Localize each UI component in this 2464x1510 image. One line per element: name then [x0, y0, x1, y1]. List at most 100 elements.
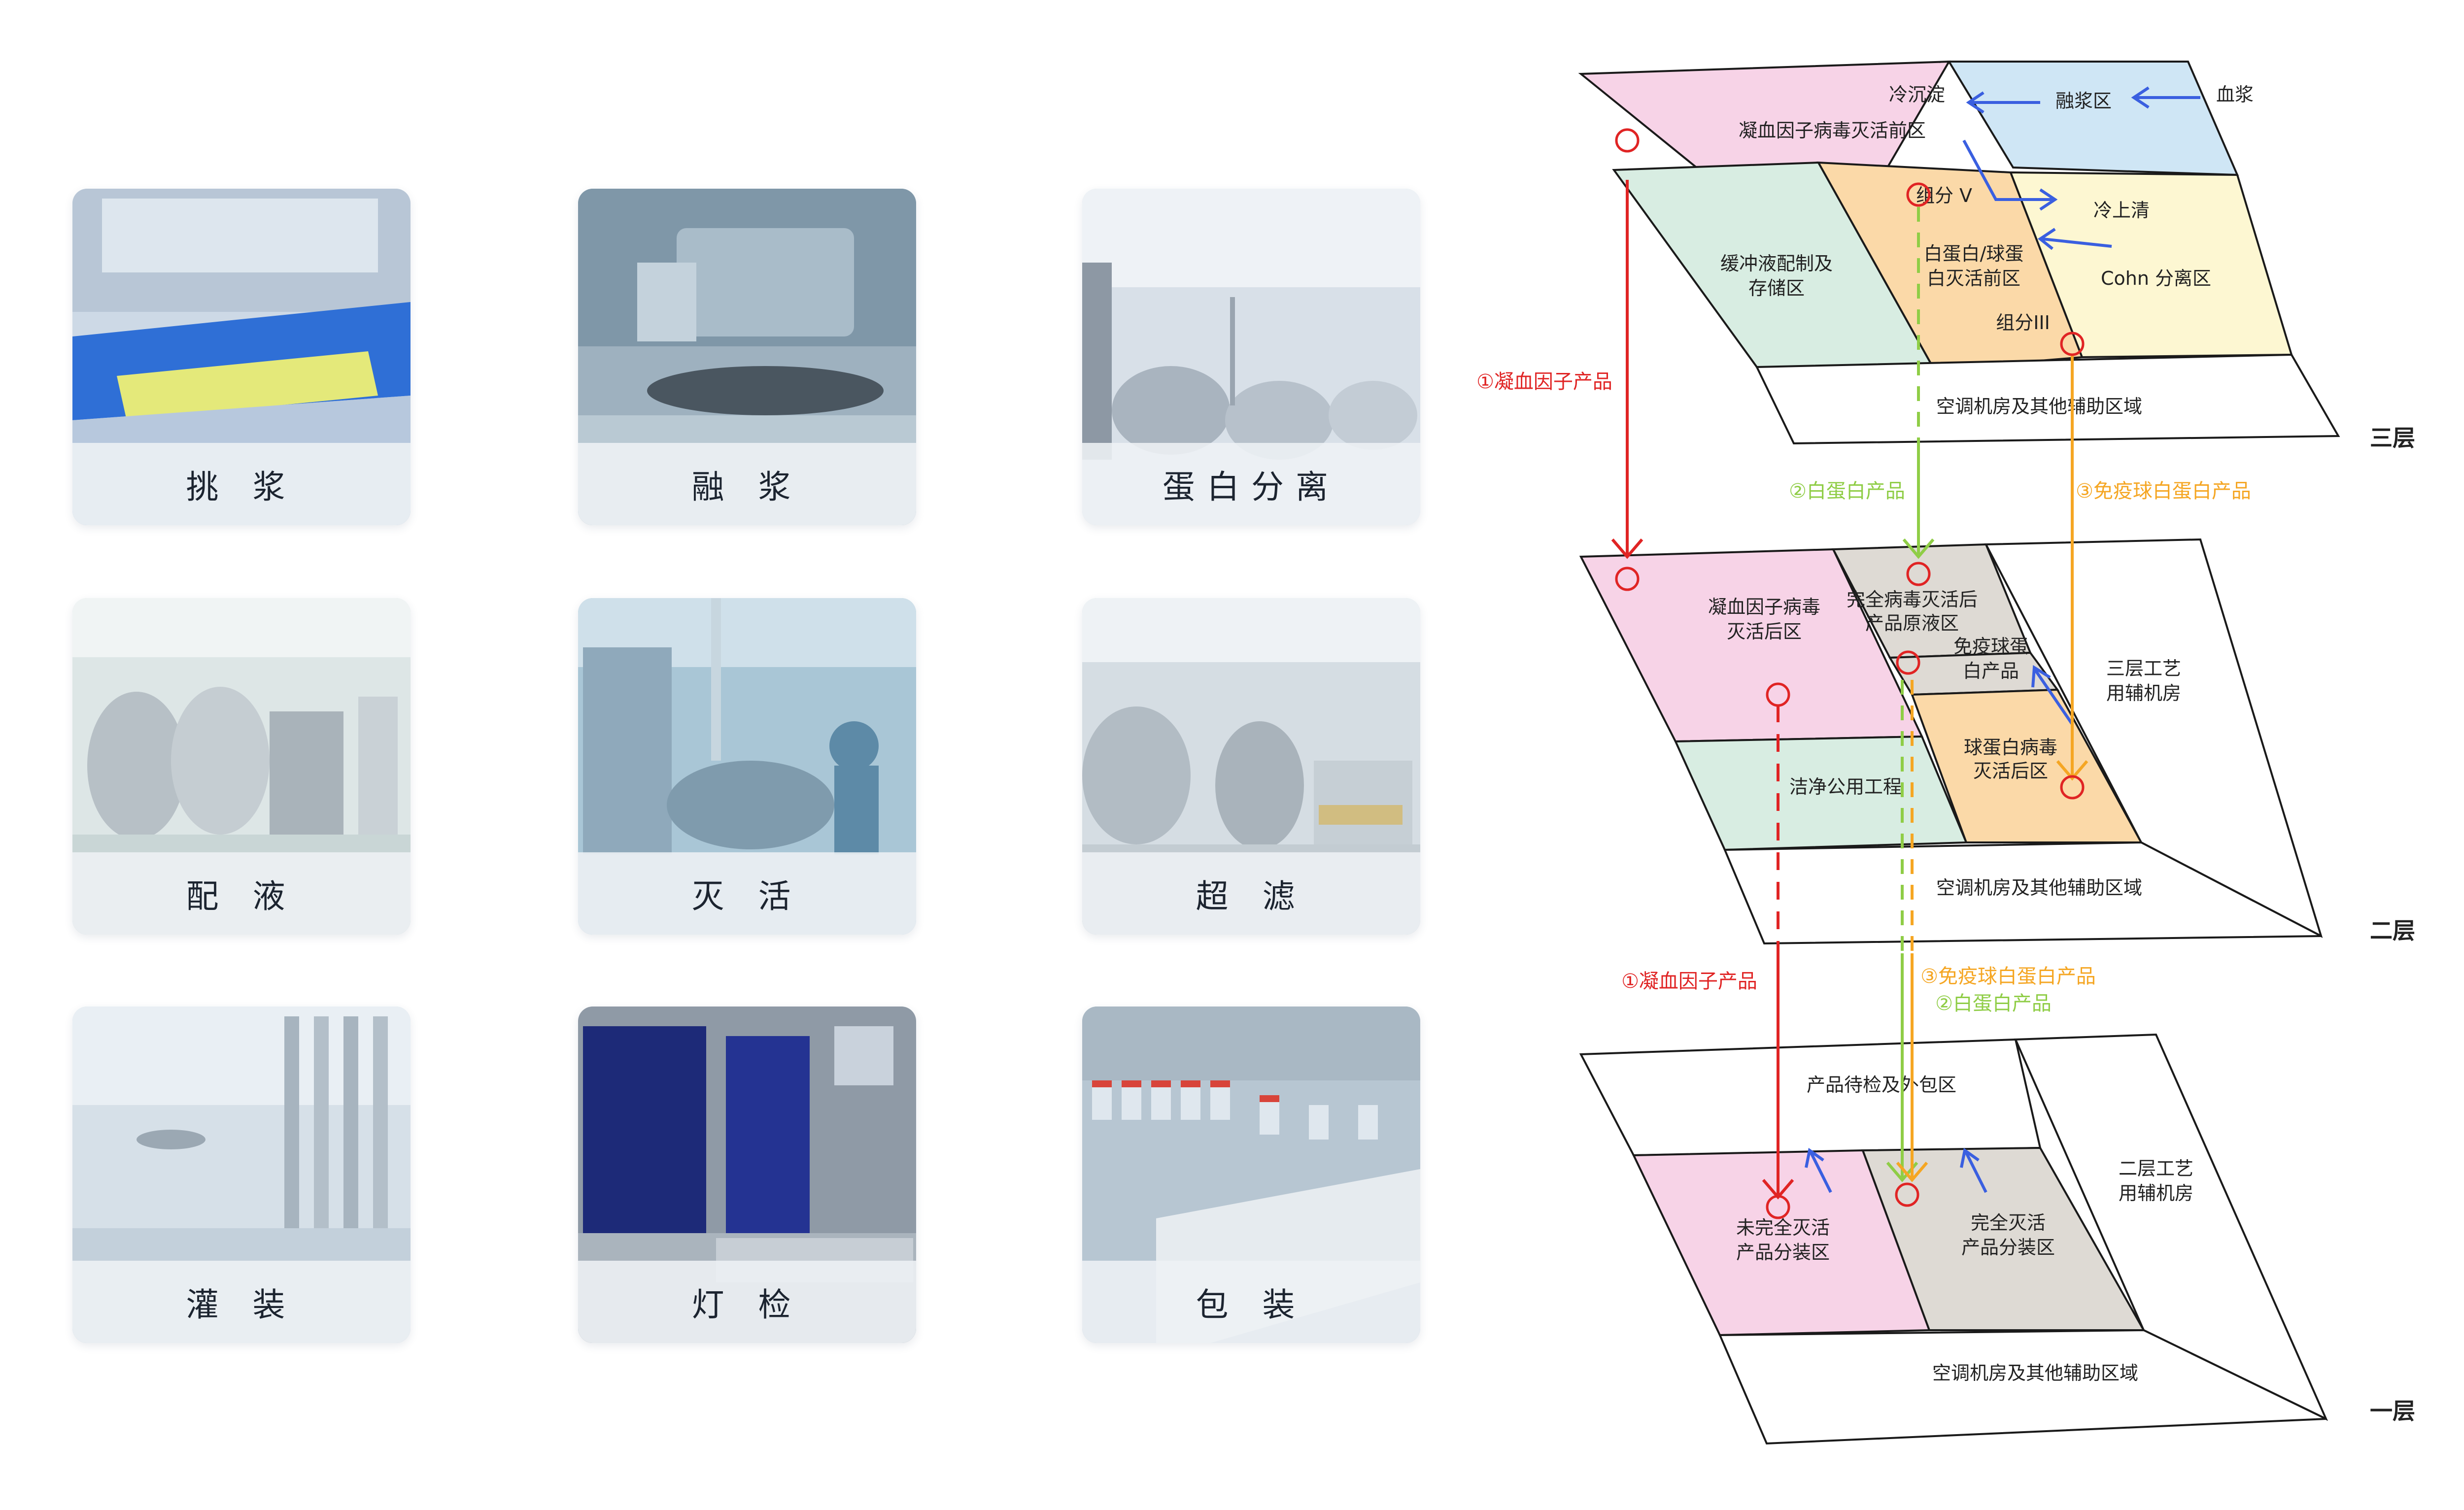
- card-label: 包 装: [1082, 1261, 1420, 1343]
- node-immuno-f2: [1896, 650, 1920, 675]
- node-coag-start: [1615, 128, 1640, 153]
- floor-3: [1578, 60, 2340, 445]
- zone-label-third-aux-2: 用辅机房: [2106, 682, 2181, 704]
- card-label: 配 液: [72, 852, 411, 935]
- zone-label-complete-2: 产品原液区: [1865, 612, 1959, 634]
- zone-label-cohn: Cohn 分离区: [2101, 268, 2211, 289]
- zone-label-aux-2: 空调机房及其他辅助区域: [1936, 877, 2142, 899]
- arrowhead-thaw-to-cryo: [1966, 91, 1985, 114]
- flow-label-albumin-lower: ②白蛋白产品: [1935, 992, 2052, 1015]
- zone-label-plasma: 血浆: [2216, 84, 2254, 105]
- card-label: 挑 浆: [72, 443, 411, 525]
- zone-label-buffer-2: 存储区: [1748, 277, 1805, 299]
- zone-aux-3: [1755, 353, 2340, 445]
- card-8: 包 装: [1082, 1007, 1420, 1343]
- zone-label-incomplete-2: 产品分装区: [1736, 1242, 1830, 1263]
- flow-nodes: [1615, 128, 2085, 1219]
- zone-label-coag-post-1: 凝血因子病毒: [1708, 596, 1820, 618]
- zone-label-fraction-iii: 组分III: [1996, 312, 2050, 334]
- node-incomplete-fill: [1766, 1195, 1790, 1219]
- zone-label-immuno-2: 白产品: [1963, 660, 2019, 682]
- zone-label-complete-fill-1: 完全灭活: [1971, 1212, 2046, 1234]
- zone-label-cryo: 冷沉淀: [1889, 84, 1945, 105]
- arrowhead-cryo-down: [2039, 188, 2058, 211]
- zone-label-globulin-2: 灭活后区: [1973, 760, 2048, 782]
- flow-albumin: [1886, 207, 1935, 1182]
- zone-aux-2: [1723, 841, 2322, 945]
- blue-flow-arrows: [1805, 86, 2200, 1193]
- zone-precursor: [1578, 60, 1951, 174]
- zone-label-albumin-1: 白蛋白/球蛋: [1924, 243, 2024, 265]
- node-globulin-post: [2060, 775, 2085, 800]
- zone-thaw: [1947, 61, 2239, 176]
- arrow-incomplete-up: [1810, 1152, 1832, 1193]
- flow-immuno-upper-head: [2056, 760, 2088, 781]
- zone-label-aux-3: 空调机房及其他辅助区域: [1936, 396, 2142, 417]
- card-label: 灯 检: [578, 1261, 916, 1343]
- arrow-cryo-down: [1962, 139, 2053, 201]
- card-1: 融 浆: [578, 189, 916, 525]
- flow-label-immuno-upper: ③免疫球白蛋白产品: [2076, 480, 2251, 503]
- card-0: 挑 浆: [72, 189, 411, 525]
- zone-label-clean: 洁净公用工程: [1789, 776, 1902, 798]
- floor-label-1: 一层: [2370, 1398, 2415, 1424]
- zone-label-incomplete-1: 未完全灭活: [1736, 1217, 1830, 1239]
- zone-aux-1: [1718, 1329, 2327, 1445]
- zone-label-coag-post-2: 灭活后区: [1727, 621, 1802, 642]
- card-label: 灌 装: [72, 1261, 411, 1343]
- zone-label-buffer-1: 缓冲液配制及: [1720, 253, 1833, 274]
- card-5: 超 滤: [1082, 598, 1420, 935]
- zone-label-third-aux-1: 三层工艺: [2106, 658, 2181, 679]
- floor-1: [1579, 1033, 2328, 1445]
- flow-immuno: [1896, 355, 2088, 1182]
- zone-label-cold-sup: 冷上清: [2093, 200, 2150, 221]
- zone-inspection: [1579, 1038, 2042, 1157]
- node-complete-liquid: [1906, 562, 1931, 586]
- flow-label-coag-lower: ①凝血因子产品: [1621, 970, 1757, 993]
- node-complete-fill: [1895, 1182, 1919, 1207]
- node-coag-f2-entry: [1615, 567, 1640, 591]
- zone-label-albumin-2: 白灭活前区: [1927, 268, 2020, 289]
- card-label: 灭 活: [578, 852, 916, 935]
- photo-blue-trays: [72, 189, 411, 525]
- arrowhead-incomplete-up: [1805, 1147, 1824, 1168]
- flow-albumin-upper-head: [1902, 538, 1935, 559]
- card-3: 配 液: [72, 598, 411, 935]
- zone-label-aux-1: 空调机房及其他辅助区域: [1932, 1362, 2138, 1384]
- floor-2: [1579, 538, 2323, 945]
- zone-label-complete-1: 完全病毒灭活后: [1847, 589, 1978, 610]
- floor-label-3: 三层: [2370, 425, 2415, 451]
- arrow-cohn-to-albumin: [2042, 237, 2112, 248]
- arrowhead-cohn-to-albumin: [2037, 228, 2056, 250]
- zone-label-inspection: 产品待检及外包区: [1807, 1074, 1956, 1096]
- flow-coag: [1611, 180, 1794, 1200]
- flow-label-coag-upper: ①凝血因子产品: [1476, 370, 1612, 393]
- arrowhead-globulin-up: [2031, 665, 2051, 688]
- node-fraction-iii: [2060, 332, 2085, 356]
- zone-label-precursor: 凝血因子病毒灭活前区: [1739, 120, 1926, 141]
- flow-immuno-lower-head: [1896, 1162, 1928, 1182]
- floor-label-2: 二层: [2370, 917, 2415, 944]
- zone-label-second-aux-2: 用辅机房: [2119, 1182, 2193, 1204]
- node-coag-f2-exit: [1766, 682, 1790, 707]
- card-4: 灭 活: [578, 598, 916, 935]
- flow-label-albumin-upper: ②白蛋白产品: [1789, 480, 1905, 503]
- node-fraction-v: [1906, 182, 1931, 207]
- zone-label-complete-fill-2: 产品分装区: [1961, 1237, 2055, 1258]
- arrowhead-complete-fill-up: [1960, 1147, 1980, 1168]
- zone-label-thaw: 融浆区: [2055, 90, 2112, 112]
- zone-label-immuno-1: 免疫球蛋: [1953, 636, 2028, 657]
- arrow-globulin-up: [2034, 669, 2074, 725]
- flow-label-immuno-lower: ③免疫球白蛋白产品: [1920, 965, 2096, 988]
- card-label: 蛋白分离: [1082, 443, 1420, 525]
- zone-label-globulin-1: 球蛋白病毒: [1964, 737, 2057, 758]
- zone-label-second-aux-1: 二层工艺: [2119, 1158, 2193, 1179]
- card-7: 灯 检: [578, 1007, 916, 1343]
- arrowhead-plasma-in: [2131, 86, 2150, 109]
- flow-coag-upper-head: [1611, 538, 1643, 559]
- card-2: 蛋白分离: [1082, 189, 1420, 525]
- card-label: 融 浆: [578, 443, 916, 525]
- card-label: 超 滤: [1082, 852, 1420, 935]
- arrow-complete-fill-up: [1965, 1152, 1987, 1193]
